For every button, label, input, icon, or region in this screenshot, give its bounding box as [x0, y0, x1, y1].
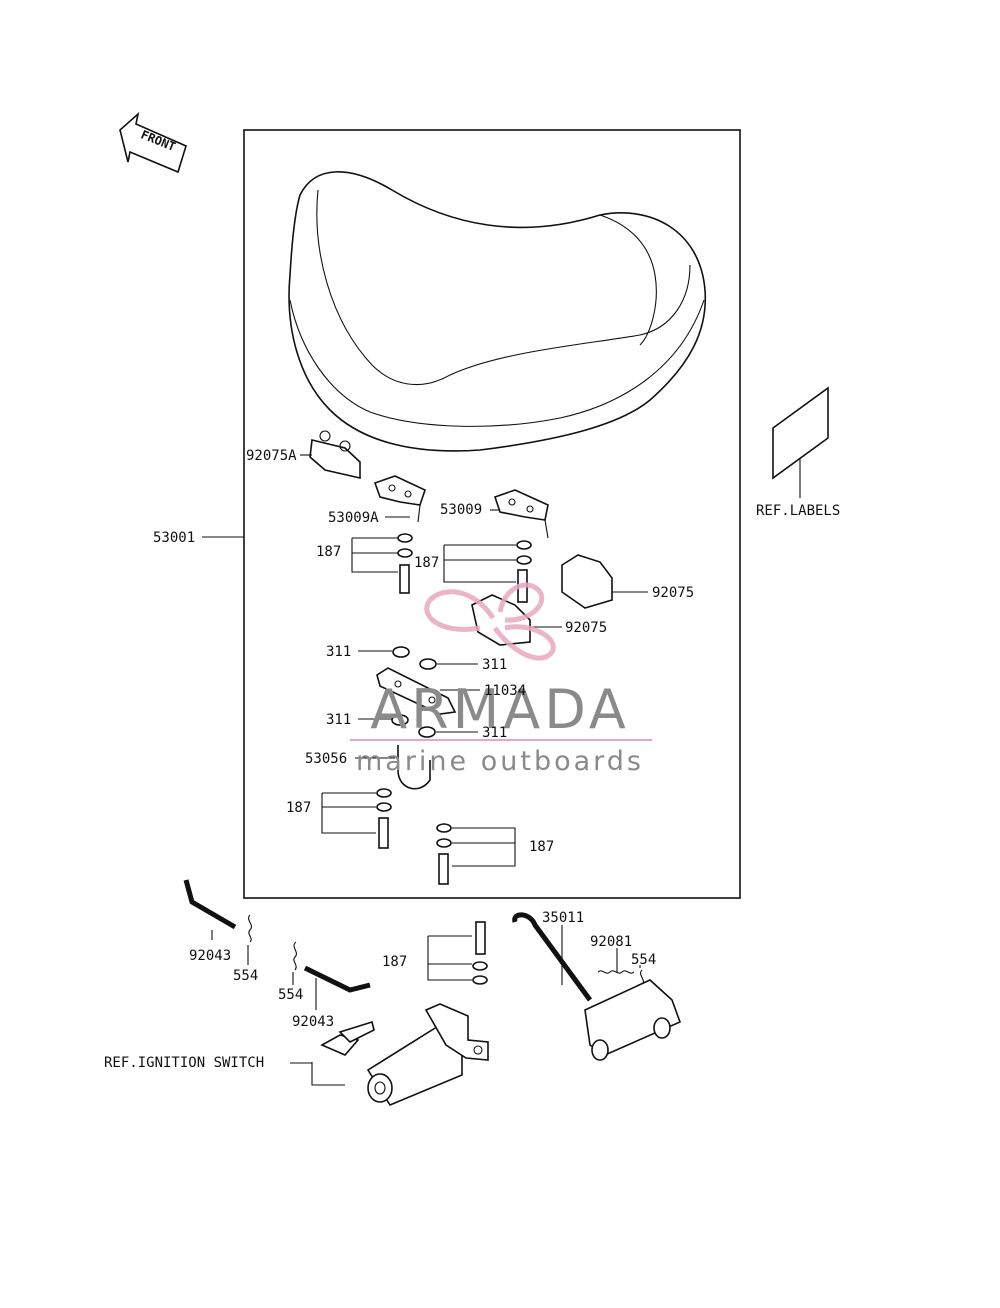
label-554-b: 554: [278, 987, 303, 1003]
label-92075-a: 92075: [652, 585, 694, 601]
ref-ignition-switch: REF.IGNITION SWITCH: [104, 1055, 264, 1071]
part-187-ignition: [427, 921, 488, 985]
part-11034: [376, 667, 480, 715]
part-92075A: [300, 430, 361, 480]
label-92043-a: 92043: [189, 948, 231, 964]
label-11034: 11034: [484, 683, 526, 699]
label-187-b: 187: [414, 555, 439, 571]
label-187-a: 187: [316, 544, 341, 560]
part-92075-upper: [561, 554, 648, 609]
seat-cushion: [288, 171, 707, 452]
ref-labels-card: [772, 386, 829, 498]
part-53009A: [373, 475, 426, 523]
watermark-brand: ARMADA: [370, 678, 630, 741]
part-187-lower-left: [321, 788, 392, 849]
label-92075A: 92075A: [246, 448, 297, 464]
watermark-tagline: marine outboards: [356, 746, 644, 777]
label-187-d: 187: [529, 839, 554, 855]
part-187-left: [351, 533, 413, 594]
label-92075-b: 92075: [565, 620, 607, 636]
label-311-a: 311: [326, 644, 351, 660]
label-311-d: 311: [482, 725, 507, 741]
label-53009: 53009: [440, 502, 482, 518]
part-35011-latch: [512, 912, 682, 1061]
part-187-lower-right: [436, 823, 516, 885]
part-92043-left: [183, 879, 252, 965]
part-53009: [490, 489, 549, 539]
label-35011: 35011: [542, 910, 584, 926]
ref-labels: REF.LABELS: [756, 503, 840, 519]
label-53001: 53001: [153, 530, 195, 546]
label-187-c: 187: [286, 800, 311, 816]
label-554-a: 554: [233, 968, 258, 984]
label-554-c: 554: [631, 952, 656, 968]
part-311-nuts: [358, 646, 478, 738]
propeller-logo-icon: [424, 582, 556, 661]
label-53009A: 53009A: [328, 510, 379, 526]
label-53056: 53056: [305, 751, 347, 767]
label-92043-b: 92043: [292, 1014, 334, 1030]
label-311-b: 311: [482, 657, 507, 673]
part-53056: [355, 745, 431, 790]
front-arrow-icon: FRONT: [119, 111, 187, 174]
label-311-c: 311: [326, 712, 351, 728]
ignition-switch: [311, 1003, 489, 1106]
label-92081: 92081: [590, 934, 632, 950]
assembly-frame: [243, 129, 741, 899]
label-187-e: 187: [382, 954, 407, 970]
part-92043-middle: [292, 941, 371, 1010]
